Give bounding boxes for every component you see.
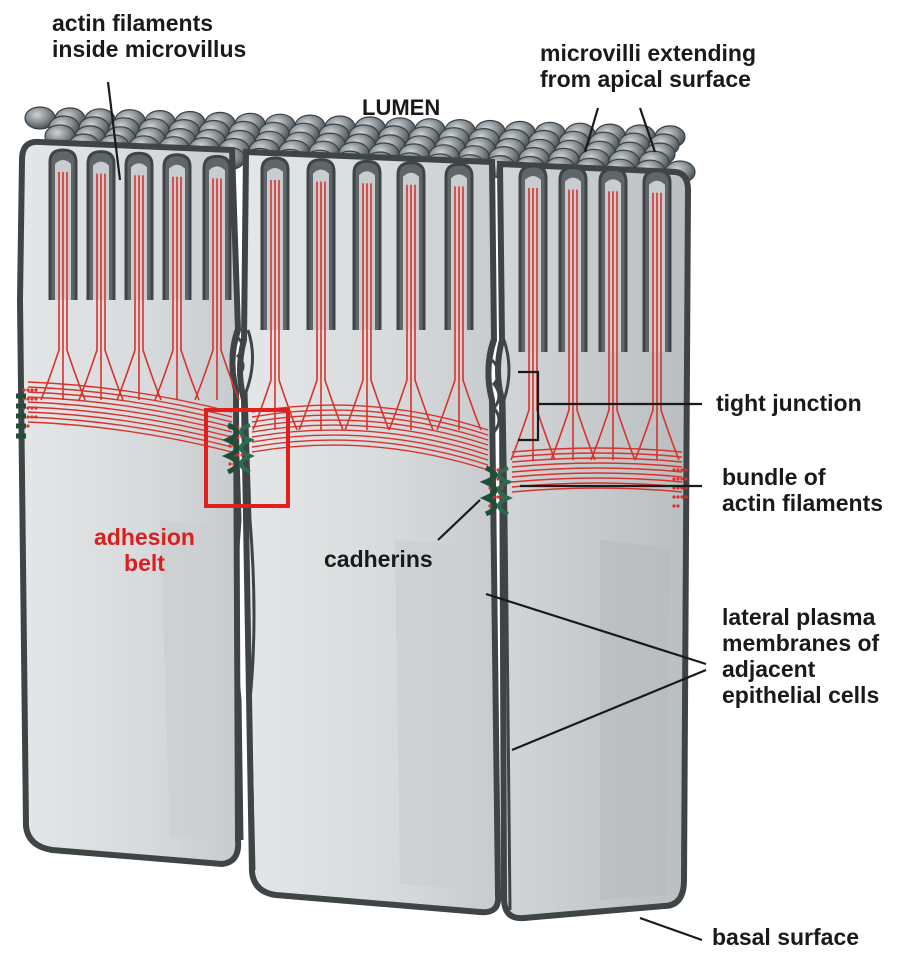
actin-dot-3-3: [684, 468, 687, 471]
label-cadherins: cadherins: [324, 546, 433, 572]
label-lateral-line-4: epithelial cells: [722, 682, 879, 708]
label-actin-line-2: inside microvillus: [52, 36, 246, 62]
label-lateral-line-3: adjacent: [722, 656, 879, 682]
leader-basal: [640, 918, 702, 940]
actin-dot-0-1: [26, 388, 29, 391]
actin-dot-0-6: [30, 397, 33, 400]
label-microvilli: microvilli extending from apical surface: [540, 40, 756, 92]
actin-dot-0-10: [30, 406, 33, 409]
actin-dot-0-2: [30, 388, 33, 391]
actin-dot-2-16: [488, 504, 491, 507]
actin-dot-0-17: [26, 424, 29, 427]
actin-dot-3-6: [680, 477, 683, 480]
label-bundle-line-1: bundle of: [722, 464, 883, 490]
actin-dot-0-0: [22, 388, 25, 391]
actin-dot-1-8: [228, 444, 231, 447]
label-adhesion-line-1: adhesion: [94, 524, 195, 550]
label-lumen: LUMEN: [362, 95, 440, 121]
actin-dot-0-3: [34, 388, 37, 391]
label-bundle-line-2: actin filaments: [722, 490, 883, 516]
actin-dot-3-2: [680, 468, 683, 471]
actin-dot-1-16: [228, 462, 231, 465]
actin-dot-0-9: [26, 406, 29, 409]
actin-dot-3-12: [672, 495, 675, 498]
actin-dot-0-13: [26, 415, 29, 418]
actin-dot-3-7: [684, 477, 687, 480]
shade-2: [395, 540, 478, 890]
label-bundle-of-actin: bundle of actin filaments: [722, 464, 883, 516]
actin-dot-0-7: [34, 397, 37, 400]
actin-dot-2-14: [496, 495, 499, 498]
actin-dot-1-14: [236, 453, 239, 456]
label-actin-line-1: actin filaments: [52, 10, 246, 36]
label-basal-surface: basal surface: [712, 924, 859, 950]
label-tight-junction: tight junction: [716, 390, 862, 416]
actin-dot-0-5: [26, 397, 29, 400]
actin-dot-3-15: [684, 495, 687, 498]
label-lateral-line-2: membranes of: [722, 630, 879, 656]
label-lateral-line-1: lateral plasma: [722, 604, 879, 630]
actin-dot-3-16: [672, 504, 675, 507]
label-microvilli-line-1: microvilli extending: [540, 40, 756, 66]
actin-dot-3-0: [672, 468, 675, 471]
label-lateral-membranes: lateral plasma membranes of adjacent epi…: [722, 604, 879, 708]
actin-dot-0-14: [30, 415, 33, 418]
actin-dot-3-1: [676, 468, 679, 471]
actin-dot-3-17: [676, 504, 679, 507]
actin-dot-0-11: [34, 406, 37, 409]
shade-3: [600, 540, 670, 900]
actin-dot-3-5: [676, 477, 679, 480]
actin-dot-3-13: [676, 495, 679, 498]
label-adhesion-belt: adhesion belt: [94, 524, 195, 576]
label-actin-inside-microvillus: actin filaments inside microvillus: [52, 10, 246, 62]
actin-dot-3-4: [672, 477, 675, 480]
label-adhesion-line-2: belt: [94, 550, 195, 576]
label-microvilli-line-2: from apical surface: [540, 66, 756, 92]
actin-dot-3-14: [680, 495, 683, 498]
actin-dot-0-15: [34, 415, 37, 418]
